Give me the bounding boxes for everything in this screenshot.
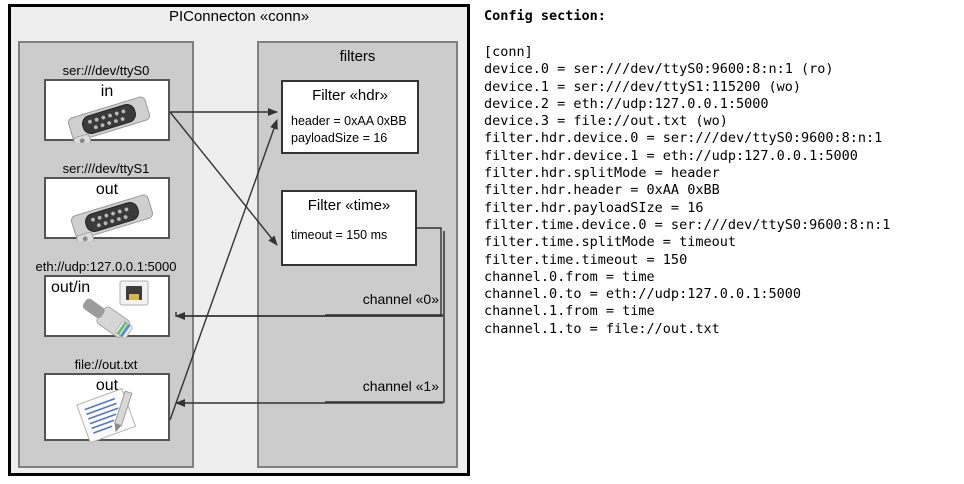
device-direction-label: out xyxy=(95,181,119,198)
page-title: PIConnecton «conn» xyxy=(168,8,310,25)
config-line: device.3 = file://out.txt (wo) xyxy=(484,113,728,130)
config-line: channel.1.from = time xyxy=(484,303,655,320)
filters-panel-title: filters xyxy=(339,48,376,65)
channel-label-0: channel «0» xyxy=(362,291,439,307)
config-line: channel.0.to = eth://udp:127.0.0.1:5000 xyxy=(484,286,801,303)
filter-box-hdr[interactable]: Filter «hdr» header = 0xAA 0xBB payloadS… xyxy=(281,80,419,154)
config-line: device.1 = ser:///dev/ttyS1:115200 (wo) xyxy=(484,78,801,95)
devices-panel: ser:///dev/ttyS0 in xyxy=(18,41,194,468)
filters-panel: filters Filter «hdr» header = 0xAA 0xBB … xyxy=(257,41,458,468)
filter-prop: payloadSize = 16 xyxy=(291,131,388,145)
config-line: filter.time.splitMode = timeout xyxy=(484,234,736,251)
channel-label-1: channel «1» xyxy=(362,378,439,394)
device-direction-label: out/in xyxy=(51,279,91,296)
config-line: device.2 = eth://udp:127.0.0.1:5000 xyxy=(484,95,769,112)
config-section: Config section: [conn]device.0 = ser:///… xyxy=(482,0,964,484)
device-direction-label: out xyxy=(95,377,119,394)
channel-box-1 xyxy=(325,316,445,403)
config-lines-list: [conn]device.0 = ser:///dev/ttyS0:9600:8… xyxy=(484,44,890,338)
config-line: filter.hdr.device.0 = ser:///dev/ttyS0:9… xyxy=(484,130,883,147)
config-line: channel.0.from = time xyxy=(484,268,655,285)
config-line: [conn] xyxy=(484,44,533,60)
config-heading: Config section: xyxy=(484,8,606,24)
config-line: filter.hdr.splitMode = header xyxy=(484,165,720,182)
config-line: filter.hdr.header = 0xAA 0xBB xyxy=(484,182,720,199)
config-line: filter.time.device.0 = ser:///dev/ttyS0:… xyxy=(484,216,891,233)
config-line: filter.time.timeout = 150 xyxy=(484,251,688,268)
device-box-ttyS1[interactable]: out xyxy=(44,177,170,246)
filter-title: Filter «hdr» xyxy=(312,87,388,104)
architecture-diagram: PIConnecton «conn» ser:///dev/ttyS0 in xyxy=(0,0,478,484)
filter-title: Filter «time» xyxy=(307,197,391,214)
device-label-ttyS1: ser:///dev/ttyS1 xyxy=(62,161,150,176)
device-label-ttyS0: ser:///dev/ttyS0 xyxy=(62,63,150,78)
config-line: channel.1.to = file://out.txt xyxy=(484,320,720,337)
config-line: device.0 = ser:///dev/ttyS0:9600:8:n:1 (… xyxy=(484,61,834,78)
device-label-file: file://out.txt xyxy=(74,357,138,372)
config-line: filter.hdr.payloadSIze = 16 xyxy=(484,199,704,216)
device-label-eth: eth://udp:127.0.0.1:5000 xyxy=(35,259,177,274)
config-line: filter.hdr.device.1 = eth://udp:127.0.0.… xyxy=(484,147,858,164)
device-box-ttyS0[interactable]: in xyxy=(44,79,170,148)
device-direction-label: in xyxy=(100,83,114,100)
device-box-eth[interactable]: out/in xyxy=(44,275,170,339)
device-box-file[interactable]: out xyxy=(44,373,170,444)
filter-prop: header = 0xAA 0xBB xyxy=(291,114,407,128)
